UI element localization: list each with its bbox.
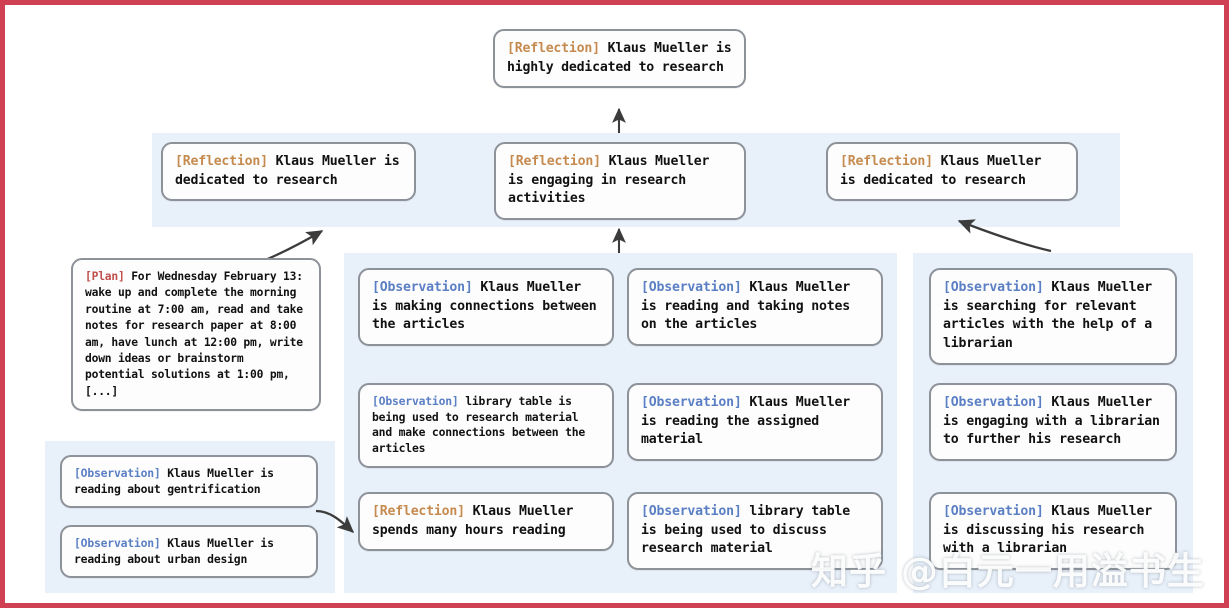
node-text: Klaus Mueller is engaging in research ac…	[508, 154, 710, 207]
node-tag: [Plan]	[85, 270, 125, 283]
node-text: Klaus Mueller is reading and taking note…	[641, 280, 850, 333]
node-col3-observation-2[interactable]: [Observation] Klaus Mueller is engaging …	[929, 383, 1177, 462]
node-tag: [Observation]	[943, 395, 1044, 410]
node-text: Klaus Mueller is engaging with a librari…	[943, 395, 1160, 448]
node-left-observation-2[interactable]: [Observation] Klaus Mueller is reading a…	[60, 525, 318, 579]
node-left-observation-1[interactable]: [Observation] Klaus Mueller is reading a…	[60, 455, 318, 509]
node-col3-observation-1[interactable]: [Observation] Klaus Mueller is searching…	[929, 268, 1177, 365]
node-text: For Wednesday February 13: wake up and c…	[85, 270, 303, 398]
node-text: Klaus Mueller is highly dedicated to res…	[507, 41, 732, 75]
node-mid-left-reflection[interactable]: [Reflection] Klaus Mueller is dedicated …	[161, 142, 416, 202]
node-text: Klaus Mueller is searching for relevant …	[943, 280, 1152, 352]
node-col3-observation-3[interactable]: [Observation] Klaus Mueller is discussin…	[929, 492, 1177, 571]
node-col1-reflection[interactable]: [Reflection] Klaus Mueller spends many h…	[358, 492, 614, 552]
node-tag: [Observation]	[943, 280, 1044, 295]
node-text: Klaus Mueller is dedicated to research	[175, 154, 400, 188]
diagram-canvas: [Reflection] Klaus Mueller is highly ded…	[5, 5, 1224, 603]
node-tag: [Observation]	[641, 280, 742, 295]
node-mid-center-reflection[interactable]: [Reflection] Klaus Mueller is engaging i…	[494, 142, 746, 221]
node-tag: [Observation]	[943, 504, 1044, 519]
node-tag: [Observation]	[372, 280, 473, 295]
node-col2-observation-2[interactable]: [Observation] Klaus Mueller is reading t…	[627, 383, 883, 462]
node-tag: [Reflection]	[840, 154, 933, 169]
node-col2-observation-3[interactable]: [Observation] library table is being use…	[627, 492, 883, 571]
node-text: Klaus Mueller is reading about urban des…	[74, 536, 274, 566]
node-col1-observation-2[interactable]: [Observation] library table is being use…	[358, 383, 614, 468]
node-text: Klaus Mueller is reading the assigned ma…	[641, 395, 850, 448]
node-text: library table is being used to discuss r…	[641, 504, 850, 557]
node-plan[interactable]: [Plan] For Wednesday February 13: wake u…	[71, 258, 321, 411]
node-text: Klaus Mueller is reading about gentrific…	[74, 466, 274, 496]
node-text: Klaus Mueller is making connections betw…	[372, 280, 597, 333]
node-root-reflection[interactable]: [Reflection] Klaus Mueller is highly ded…	[493, 29, 746, 89]
node-mid-right-reflection[interactable]: [Reflection] Klaus Mueller is dedicated …	[826, 142, 1078, 202]
node-col1-observation-1[interactable]: [Observation] Klaus Mueller is making co…	[358, 268, 614, 347]
node-tag: [Observation]	[641, 395, 742, 410]
node-tag: [Reflection]	[175, 154, 268, 169]
node-text: Klaus Mueller is dedicated to research	[840, 154, 1042, 188]
node-tag: [Reflection]	[372, 504, 465, 519]
node-text: Klaus Mueller spends many hours reading	[372, 504, 574, 538]
node-tag: [Reflection]	[507, 41, 600, 56]
node-text: library table is being used to research …	[372, 394, 586, 456]
node-tag: [Observation]	[74, 466, 161, 480]
watermark: 知乎 @白元一用溢书生	[811, 550, 1205, 593]
node-col2-observation-1[interactable]: [Observation] Klaus Mueller is reading a…	[627, 268, 883, 347]
node-text: Klaus Mueller is discussing his research…	[943, 504, 1152, 557]
node-tag: [Observation]	[641, 504, 742, 519]
node-tag: [Reflection]	[508, 154, 601, 169]
node-tag: [Observation]	[74, 536, 161, 550]
node-tag: [Observation]	[372, 394, 459, 408]
